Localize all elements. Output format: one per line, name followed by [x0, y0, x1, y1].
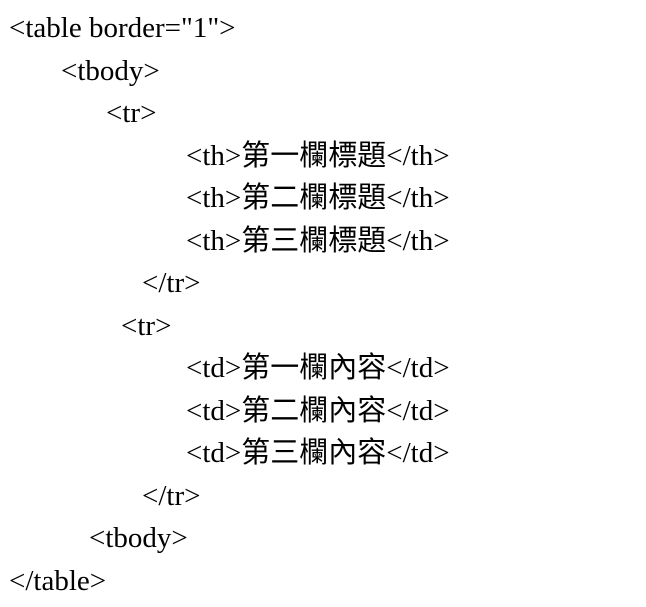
code-line: <tr> [106, 97, 157, 129]
code-line: <td>第二欄內容</td> [186, 394, 450, 427]
code-line: <tbody> [61, 54, 160, 87]
code-line: <th>第三欄標題</th> [186, 224, 450, 257]
code-line: </tr> [142, 267, 201, 299]
code-line: <td>第三欄內容</td> [186, 437, 450, 469]
code-line: <tbody> [89, 522, 188, 554]
code-line: <th>第二欄標題</th> [186, 182, 450, 214]
code-line: </table> [9, 564, 107, 597]
code-line: <th>第一欄標題</th> [186, 139, 450, 172]
code-line: <td>第一欄內容</td> [186, 352, 450, 384]
code-line: <table border="1"> [9, 12, 236, 44]
code-line: </tr> [142, 479, 201, 512]
code-line: <tr> [121, 309, 172, 342]
